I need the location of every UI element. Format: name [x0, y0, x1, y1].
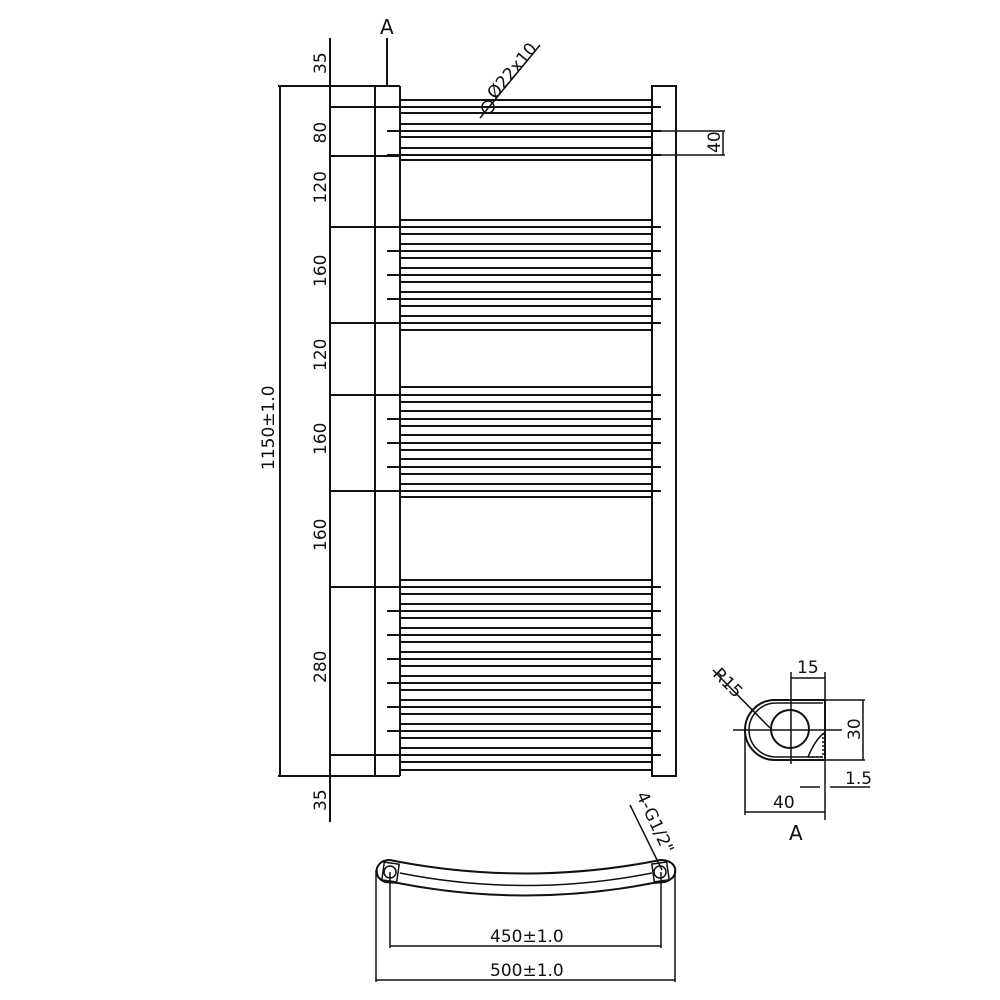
section-view-title: A	[789, 821, 803, 845]
dimension-label: 35	[311, 52, 331, 74]
dimension-label: 160	[311, 519, 331, 551]
bar-group-1	[387, 99, 661, 161]
thickness-label: 1.5	[845, 769, 872, 789]
height-label: 30	[845, 718, 865, 740]
right-upright	[651, 85, 677, 777]
bar-group-2	[387, 219, 661, 331]
dimension-label: 160	[311, 255, 331, 287]
left-upright	[374, 85, 401, 777]
dimension-label: 80	[311, 122, 331, 144]
section-marker-top: A	[380, 15, 394, 86]
bar-diameter-label: Ø22x10	[484, 39, 542, 103]
dimension-label: 120	[311, 171, 331, 203]
overall-height-label: 1150±1.0	[259, 385, 279, 470]
bar-group-4	[387, 579, 661, 771]
section-view-a: R15 15 30 1.5 40 A	[708, 658, 872, 845]
bar-spacing-label: 40	[705, 131, 725, 153]
section-marker-label: A	[380, 15, 394, 39]
dimension-label: 35	[311, 789, 331, 811]
width-label: 40	[773, 793, 795, 813]
dimension-label: 280	[311, 651, 331, 683]
dimension-label: 160	[311, 423, 331, 455]
inner-width-label: 450±1.0	[490, 927, 564, 947]
top-view: 4-G1/2" 450±1.0 500±1.0	[375, 789, 677, 982]
horizontal-bars	[387, 99, 661, 771]
bar-group-3	[387, 386, 661, 498]
dimension-label: 120	[311, 339, 331, 371]
width-top-label: 15	[797, 658, 819, 678]
radius-label: R15	[708, 664, 746, 702]
overall-height-dimension: 1150±1.0	[259, 85, 400, 777]
chain-dimension: 35 80 120 160 120 160 160 280 35	[311, 38, 400, 822]
bar-spacing-dimension: 40	[652, 130, 725, 156]
outer-width-label: 500±1.0	[490, 961, 564, 981]
